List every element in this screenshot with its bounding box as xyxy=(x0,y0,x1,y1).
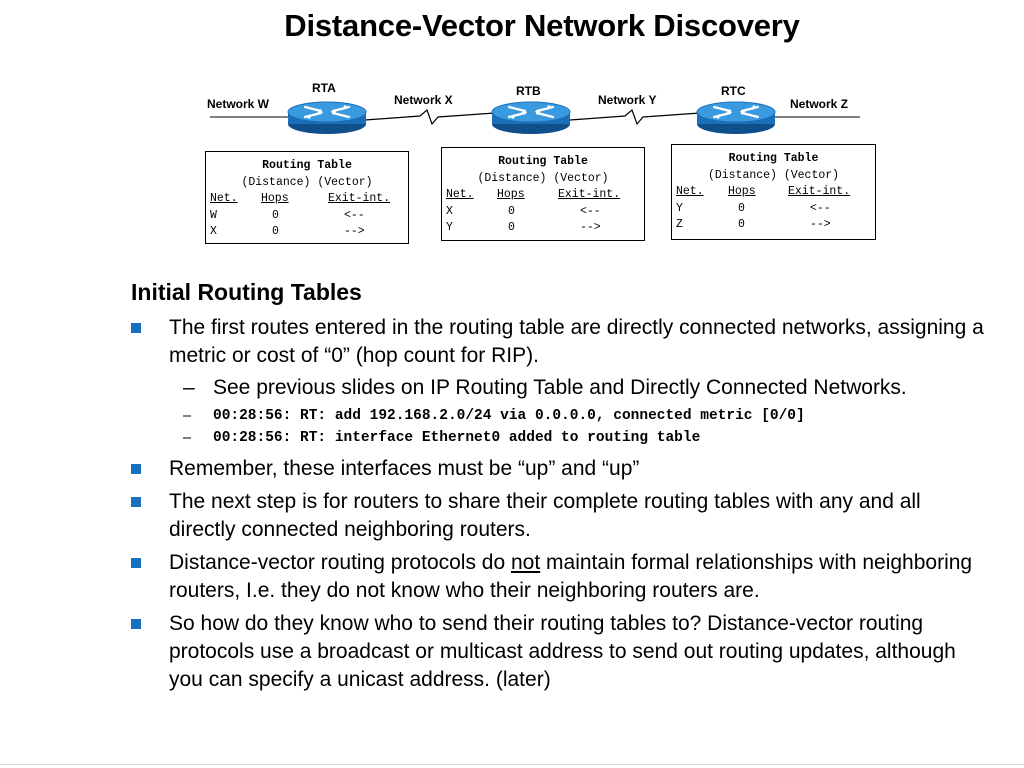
dash-bullet-icon: – xyxy=(183,430,192,446)
network-diagram xyxy=(210,100,860,136)
cell-net: Y xyxy=(676,201,683,215)
cell-exit: --> xyxy=(810,218,831,231)
bullet-text: So how do they know who to send their ro… xyxy=(169,612,956,691)
table-row: W 0 <-- xyxy=(210,208,404,225)
square-bullet-icon xyxy=(131,323,141,333)
col-hops: Hops xyxy=(261,192,289,205)
routing-table-header: Net. Hops Exit-int. xyxy=(210,191,404,208)
square-bullet-icon xyxy=(131,497,141,507)
router-label-rtb: RTB xyxy=(516,84,541,98)
square-bullet-icon xyxy=(131,619,141,629)
network-label-y: Network Y xyxy=(598,93,657,107)
router-rtb-icon xyxy=(490,100,572,136)
cell-hops: 0 xyxy=(508,221,515,234)
table-row: Y 0 <-- xyxy=(676,201,871,218)
col-exit: Exit-int. xyxy=(328,192,391,205)
routing-table-header: Net. Hops Exit-int. xyxy=(446,187,640,204)
cell-exit: <-- xyxy=(344,208,365,222)
routing-table-rtc: Routing Table (Distance) (Vector) Net. H… xyxy=(671,144,876,240)
bullet-item: The next step is for routers to share th… xyxy=(131,488,991,544)
cell-hops: 0 xyxy=(738,218,745,231)
bullet-item: Distance-vector routing protocols do not… xyxy=(131,549,991,605)
network-label-z: Network Z xyxy=(790,97,849,111)
router-rta-icon xyxy=(286,100,368,136)
cell-exit: <-- xyxy=(810,201,831,215)
bullet-text: The next step is for routers to share th… xyxy=(169,490,921,541)
bullet-text-underlined: not xyxy=(511,551,541,574)
section-heading: Initial Routing Tables xyxy=(131,279,362,305)
col-net: Net. xyxy=(676,185,704,198)
cell-net: Z xyxy=(676,218,683,231)
cell-net: X xyxy=(446,204,453,218)
col-net: Net. xyxy=(446,188,474,201)
cell-hops: 0 xyxy=(272,225,279,238)
cell-hops: 0 xyxy=(272,208,279,222)
dash-bullet-icon: – xyxy=(183,408,192,424)
router-label-rta: RTA xyxy=(312,81,336,95)
col-exit: Exit-int. xyxy=(788,185,851,198)
bullet-list: The first routes entered in the routing … xyxy=(131,314,991,699)
routing-table-title: Routing Table xyxy=(498,155,588,168)
routing-table-subtitle: (Distance) (Vector) xyxy=(477,171,609,185)
router-rtc-icon xyxy=(695,100,777,136)
code-bullet-item: – 00:28:56: RT: interface Ethernet0 adde… xyxy=(131,427,991,449)
slide-title: Distance-Vector Network Discovery xyxy=(284,8,800,43)
routing-table-subtitle: (Distance) (Vector) xyxy=(707,168,840,182)
dash-bullet-icon: – xyxy=(183,376,195,399)
col-hops: Hops xyxy=(728,185,756,198)
cell-hops: 0 xyxy=(508,204,515,218)
routing-table-rtb: Routing Table (Distance) (Vector) Net. H… xyxy=(441,147,645,241)
network-label-w: Network W xyxy=(207,97,270,111)
col-net: Net. xyxy=(210,192,238,205)
router-label-rtc: RTC xyxy=(721,84,746,98)
bullet-text: The first routes entered in the routing … xyxy=(169,316,984,367)
bullet-item: The first routes entered in the routing … xyxy=(131,314,991,370)
routing-table-header: Net. Hops Exit-int. xyxy=(676,184,871,201)
sub-bullet-item: – See previous slides on IP Routing Tabl… xyxy=(131,375,991,401)
network-x-link xyxy=(364,108,496,126)
table-row: Z 0 --> xyxy=(676,217,871,234)
table-row: Y 0 --> xyxy=(446,220,640,237)
code-line: 00:28:56: RT: interface Ethernet0 added … xyxy=(213,430,701,446)
cell-hops: 0 xyxy=(738,201,745,215)
bullet-text-pre: Distance-vector routing protocols do xyxy=(169,551,511,574)
routing-table-subtitle: (Distance) (Vector) xyxy=(241,175,373,189)
cell-exit: <-- xyxy=(580,204,601,218)
sub-bullet-text: See previous slides on IP Routing Table … xyxy=(213,376,907,399)
footer-divider xyxy=(0,764,1024,765)
routing-table-title: Routing Table xyxy=(728,152,819,165)
square-bullet-icon xyxy=(131,558,141,568)
network-y-link xyxy=(569,108,701,126)
bullet-text: Remember, these interfaces must be “up” … xyxy=(169,457,640,480)
cell-net: Y xyxy=(446,221,453,234)
square-bullet-icon xyxy=(131,464,141,474)
bullet-item: Remember, these interfaces must be “up” … xyxy=(131,455,991,483)
table-row: X 0 --> xyxy=(210,224,404,241)
bullet-text-post: maintain formal relationships with neigh… xyxy=(169,551,973,602)
cell-net: W xyxy=(210,208,217,222)
code-line: 00:28:56: RT: add 192.168.2.0/24 via 0.0… xyxy=(213,408,805,424)
code-bullet-item: – 00:28:56: RT: add 192.168.2.0/24 via 0… xyxy=(131,405,991,427)
routing-table-title: Routing Table xyxy=(262,159,352,172)
bullet-item: So how do they know who to send their ro… xyxy=(131,610,991,694)
table-row: X 0 <-- xyxy=(446,204,640,221)
cell-exit: --> xyxy=(344,225,365,238)
col-hops: Hops xyxy=(497,188,525,201)
cell-net: X xyxy=(210,225,217,238)
network-label-x: Network X xyxy=(394,93,453,107)
routing-table-rta: Routing Table (Distance) (Vector) Net. H… xyxy=(205,151,409,244)
cell-exit: --> xyxy=(580,221,601,234)
col-exit: Exit-int. xyxy=(558,188,621,201)
